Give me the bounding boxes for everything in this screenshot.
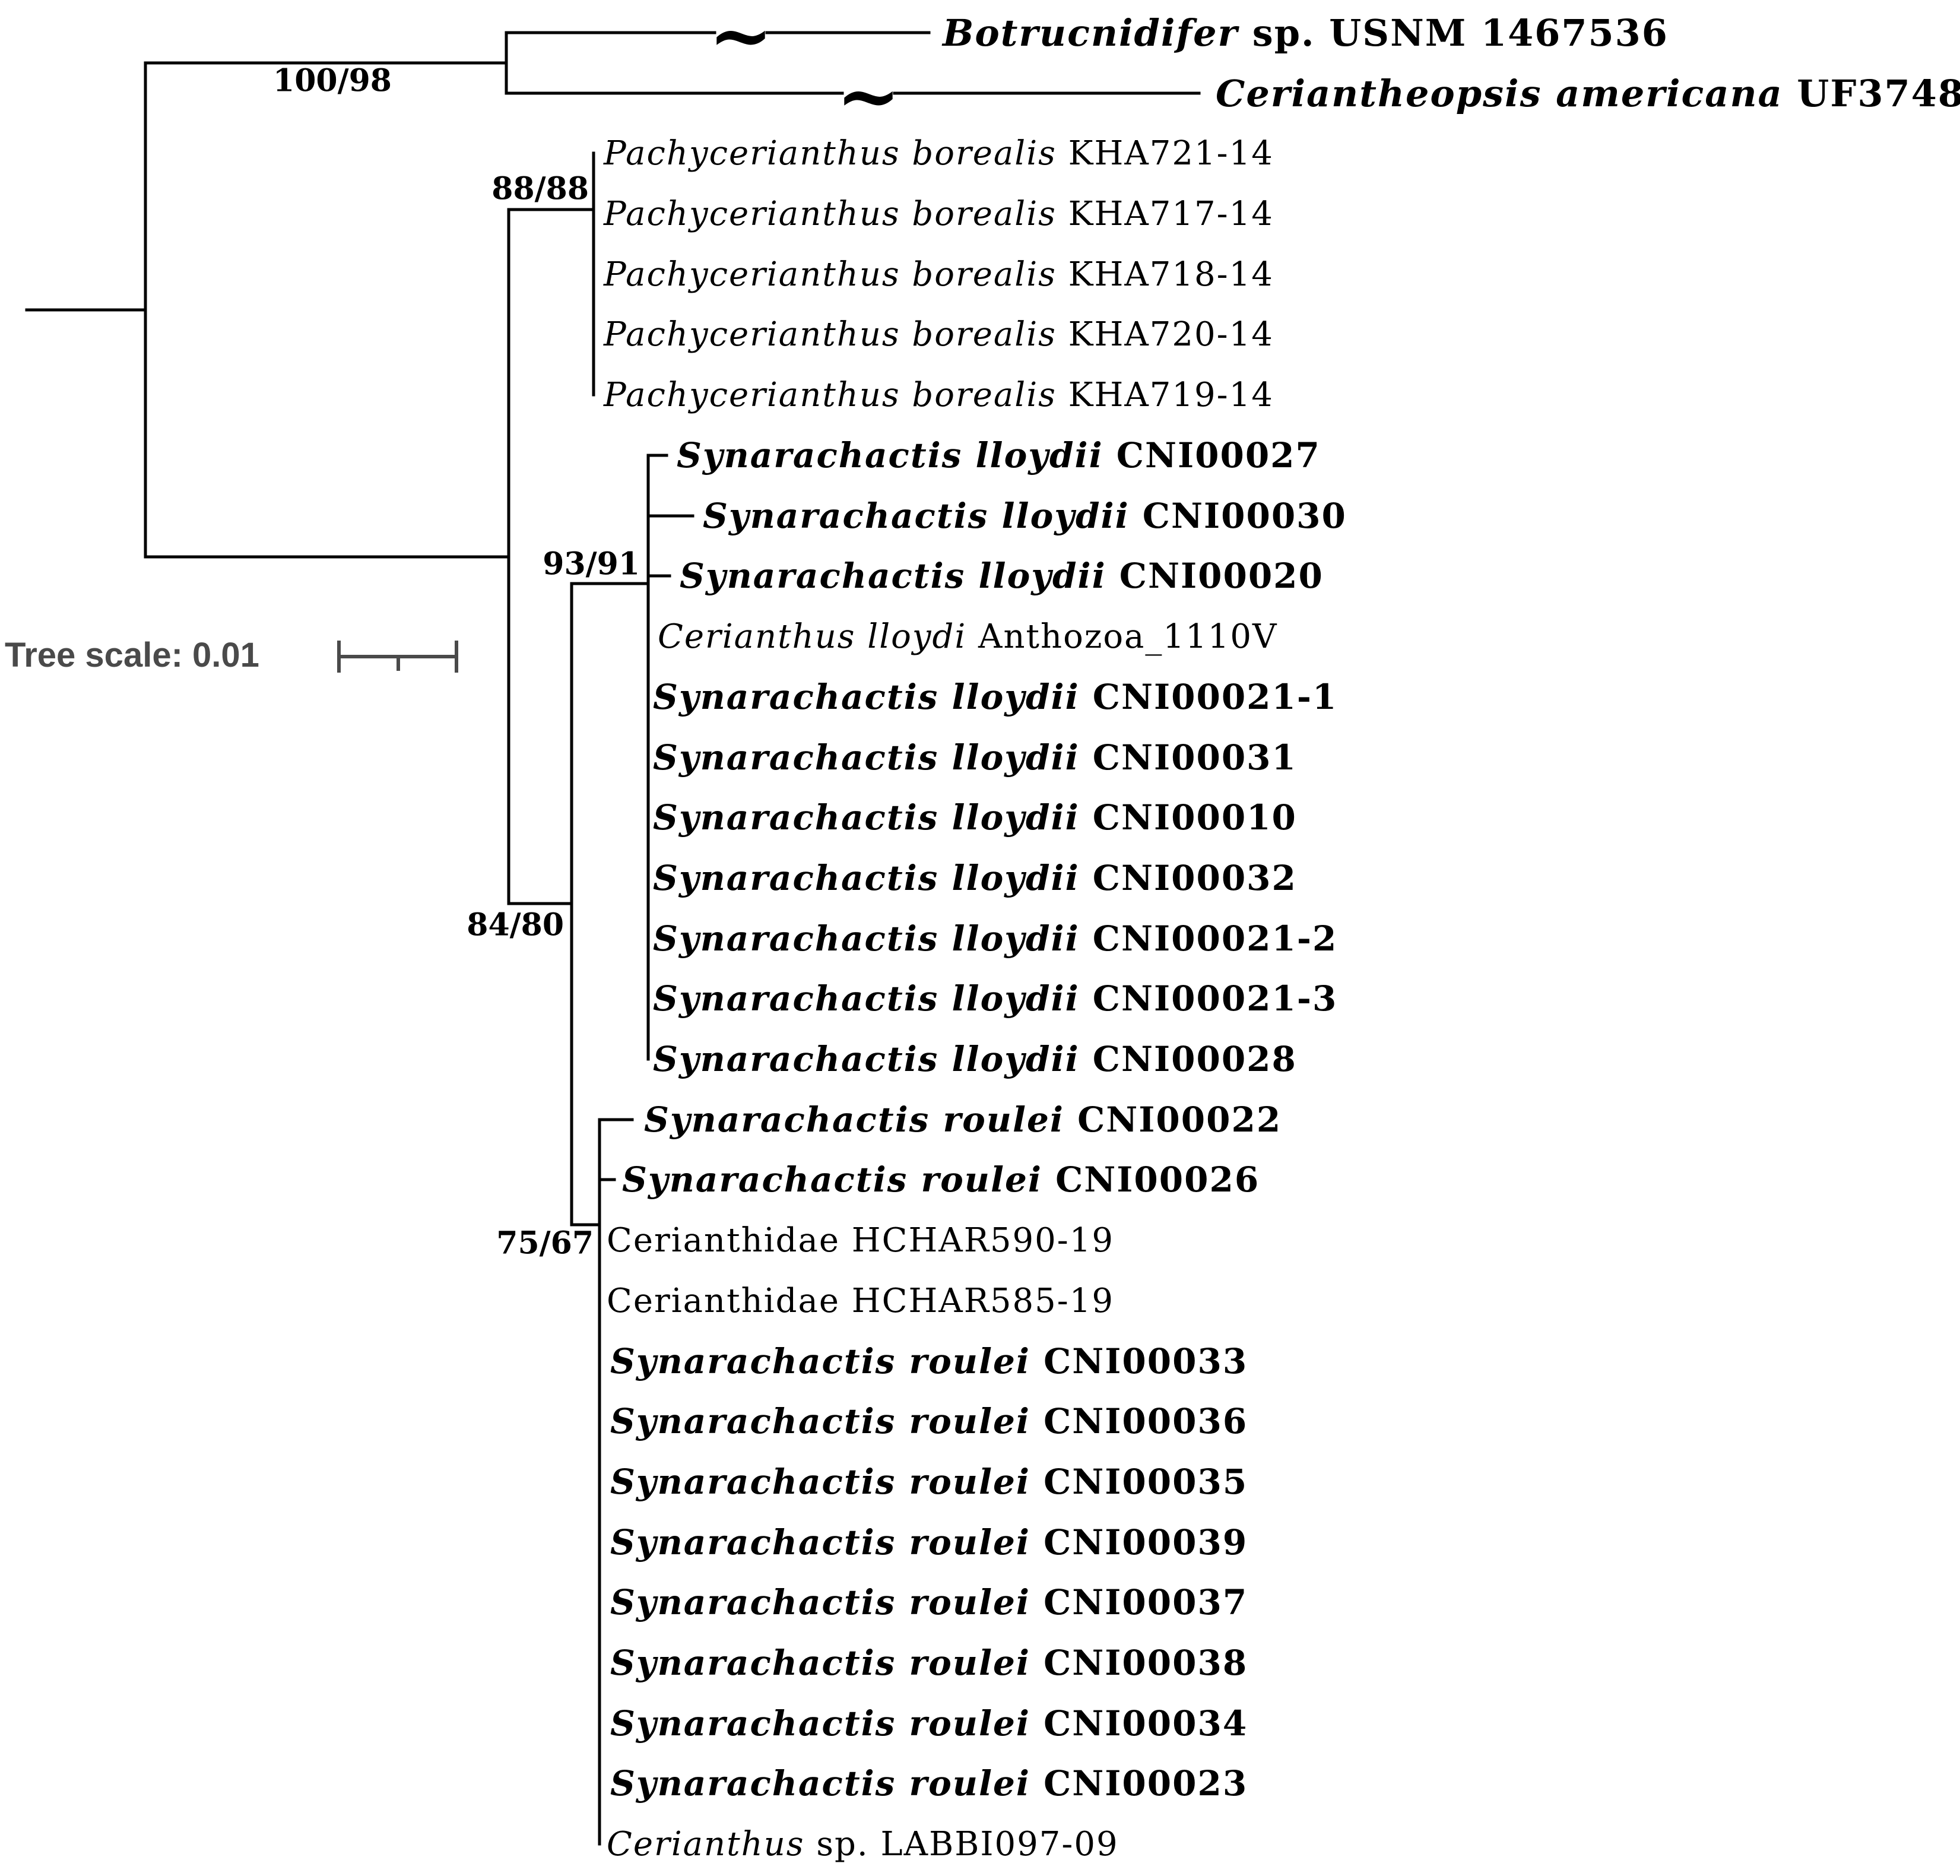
- support-value-label: 88/88: [491, 171, 589, 207]
- taxon-label: Synarachactis roulei CNI00026: [622, 1159, 1260, 1200]
- taxon-label: Synarachactis lloydii CNI00010: [653, 797, 1297, 838]
- support-value-label: 84/80: [467, 907, 564, 943]
- taxon-label: Synarachactis roulei CNI00022: [644, 1099, 1282, 1140]
- taxon-label: Synarachactis lloydii CNI00020: [680, 556, 1324, 596]
- taxon-label: Synarachactis lloydii CNI00028: [653, 1039, 1297, 1079]
- taxon-label: Pachycerianthus borealis KHA720-14: [603, 315, 1274, 354]
- taxon-label: Synarachactis lloydii CNI00027: [677, 435, 1321, 476]
- taxon-label: Synarachactis lloydii CNI00031: [653, 737, 1297, 778]
- taxon-label: Cerianthus sp. LABBI097-09: [607, 1825, 1119, 1864]
- taxon-label: Synarachactis roulei CNI00036: [610, 1401, 1248, 1441]
- support-value-label: 93/91: [543, 546, 640, 582]
- branch-truncation-tilde: ~: [709, 0, 773, 81]
- taxon-label: Botrucnidifer sp. USNM 1467536: [941, 11, 1669, 55]
- support-value-label: 100/98: [273, 63, 392, 99]
- taxon-label: Synarachactis roulei CNI00023: [610, 1763, 1248, 1804]
- taxon-label: Pachycerianthus borealis KHA717-14: [603, 195, 1274, 233]
- taxon-label: Synarachactis lloydii CNI00030: [703, 496, 1347, 536]
- taxon-label: Synarachactis lloydii CNI00021-2: [653, 918, 1337, 959]
- taxon-label: Synarachactis lloydii CNI00021-3: [653, 978, 1337, 1019]
- branch-truncation-tilde: ~: [836, 50, 901, 141]
- taxon-label: Synarachactis roulei CNI00037: [610, 1582, 1248, 1623]
- taxon-label: Synarachactis roulei CNI00033: [610, 1341, 1248, 1381]
- taxon-label: Synarachactis roulei CNI00035: [610, 1462, 1248, 1502]
- taxon-label: Pachycerianthus borealis KHA719-14: [603, 376, 1274, 414]
- taxon-label: Pachycerianthus borealis KHA718-14: [603, 255, 1274, 294]
- taxon-label: Cerianthus lloydi Anthozoa_1110V: [658, 617, 1277, 656]
- taxon-label: Pachycerianthus borealis KHA721-14: [603, 134, 1274, 173]
- taxon-label: Synarachactis roulei CNI00039: [610, 1522, 1248, 1563]
- taxon-label: Synarachactis lloydii CNI00021-1: [653, 677, 1337, 717]
- taxon-label: Synarachactis roulei CNI00038: [610, 1643, 1248, 1683]
- taxon-label: Ceriantheopsis americana UF3748: [1216, 72, 1960, 115]
- tree-scale-label: Tree scale: 0.01: [5, 635, 259, 674]
- taxon-label: Cerianthidae HCHAR585-19: [607, 1282, 1114, 1320]
- taxon-label: Cerianthidae HCHAR590-19: [607, 1221, 1114, 1260]
- taxon-label: Synarachactis lloydii CNI00032: [653, 858, 1297, 898]
- taxon-label: Synarachactis roulei CNI00034: [610, 1703, 1248, 1744]
- support-value-label: 75/67: [496, 1225, 594, 1262]
